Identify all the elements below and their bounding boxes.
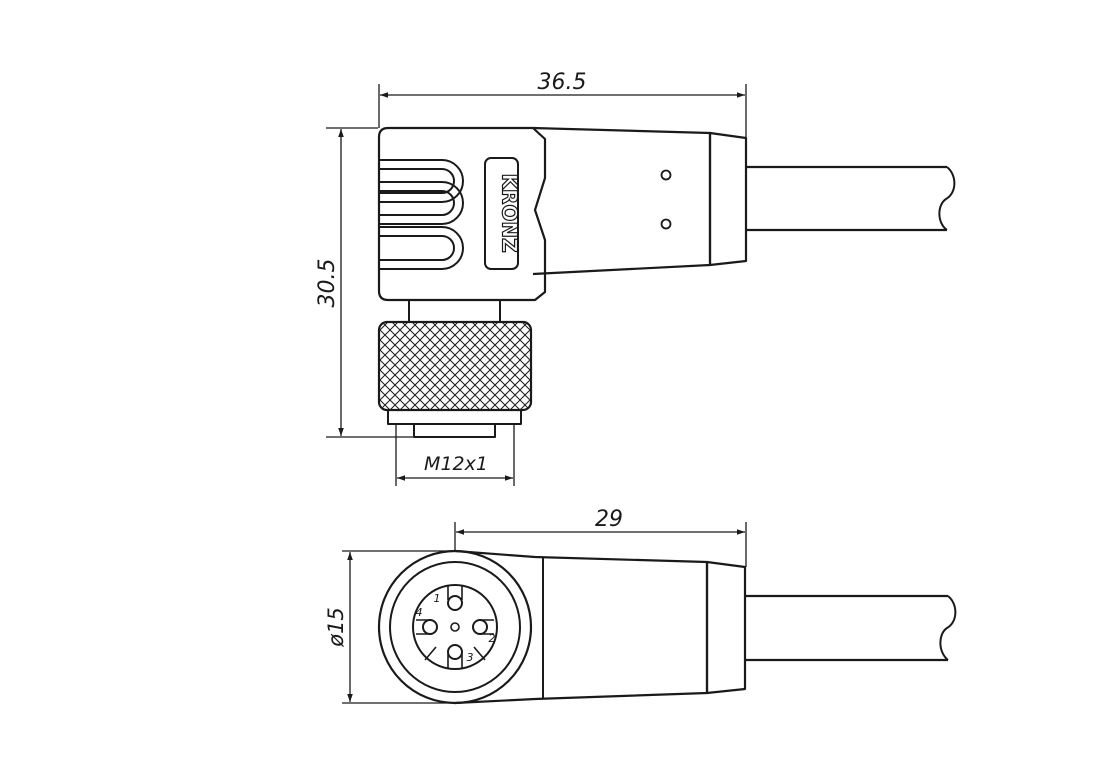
- brand-logo: KRONZ: [498, 173, 522, 252]
- pin-label: 4: [416, 606, 423, 619]
- connector-neck: [408, 299, 501, 323]
- height-dimension-label: 30.5: [315, 259, 340, 308]
- knurl-fill: [379, 322, 531, 410]
- width-dimension-label: 36.5: [538, 70, 587, 95]
- pin-left: [422, 619, 438, 635]
- top-view: [377, 126, 956, 438]
- length-dimension-label: 29: [595, 507, 623, 532]
- grip-ribs: [379, 159, 464, 270]
- pin-right: [472, 619, 488, 635]
- thread-stub: [413, 423, 496, 438]
- pin-label: 3: [467, 651, 474, 664]
- pin-bottom: [447, 644, 463, 660]
- front-view: [377, 549, 957, 705]
- pin-label: 2: [489, 632, 496, 645]
- thread-collar: [387, 409, 522, 425]
- logo-plate: [484, 157, 519, 270]
- diameter-dimension-label: ø15: [324, 607, 348, 648]
- face-outer: [377, 549, 533, 705]
- face-ring: [389, 561, 521, 693]
- cable-sleeve-top: [708, 131, 748, 267]
- pin-labels: 1 2 3 4: [416, 592, 496, 664]
- pin-top: [447, 595, 463, 611]
- dimension-lines-front: [342, 522, 747, 704]
- thread-dimension-label: M12x1: [424, 453, 488, 475]
- face-insert: [412, 584, 498, 670]
- cable-top: [746, 165, 956, 232]
- connector-body-front: [454, 549, 709, 705]
- insert-keying: [416, 585, 494, 668]
- connector-head: [377, 126, 547, 302]
- cable-sleeve-front: [705, 560, 747, 695]
- body-dot-lower: [660, 218, 672, 230]
- dimension-lines-top: [326, 84, 747, 486]
- body-dot-upper: [660, 169, 672, 181]
- pin-center: [450, 622, 460, 632]
- pin-label: 1: [434, 592, 441, 605]
- cable-front: [746, 594, 957, 662]
- connector-body-top: [532, 126, 712, 276]
